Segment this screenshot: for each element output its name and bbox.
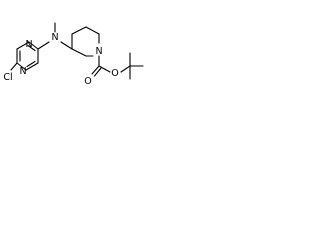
bond [71,48,87,57]
atom-label-o: O [84,76,91,87]
atom-label-n: N [19,66,26,77]
bond [71,26,87,35]
bond [16,41,30,50]
chemical-structure: N N N N Cl O O [3,22,144,87]
bond [28,41,39,50]
bond-double-inner [27,44,36,52]
piperidine-ring [71,26,100,57]
atom-label-n: N [51,32,58,43]
bond-c-o-double [91,65,100,75]
bond-c-o-ester [98,65,111,73]
atom-label-cl: Cl [3,72,12,83]
bond-n-c3 [60,41,73,50]
bond [16,62,27,71]
pyridazine-ring [16,41,39,71]
bond [25,62,39,71]
bond-ring-n [37,41,50,50]
bond-c-cl [10,62,18,71]
bond-double-inner [26,60,36,68]
bond-o-tbu [120,65,131,73]
atom-label-n: N [25,39,32,50]
bond-c-o-double [93,67,102,77]
atom-label-n: N [95,46,102,57]
atom-label-o: O [111,68,118,79]
bond [85,26,100,35]
